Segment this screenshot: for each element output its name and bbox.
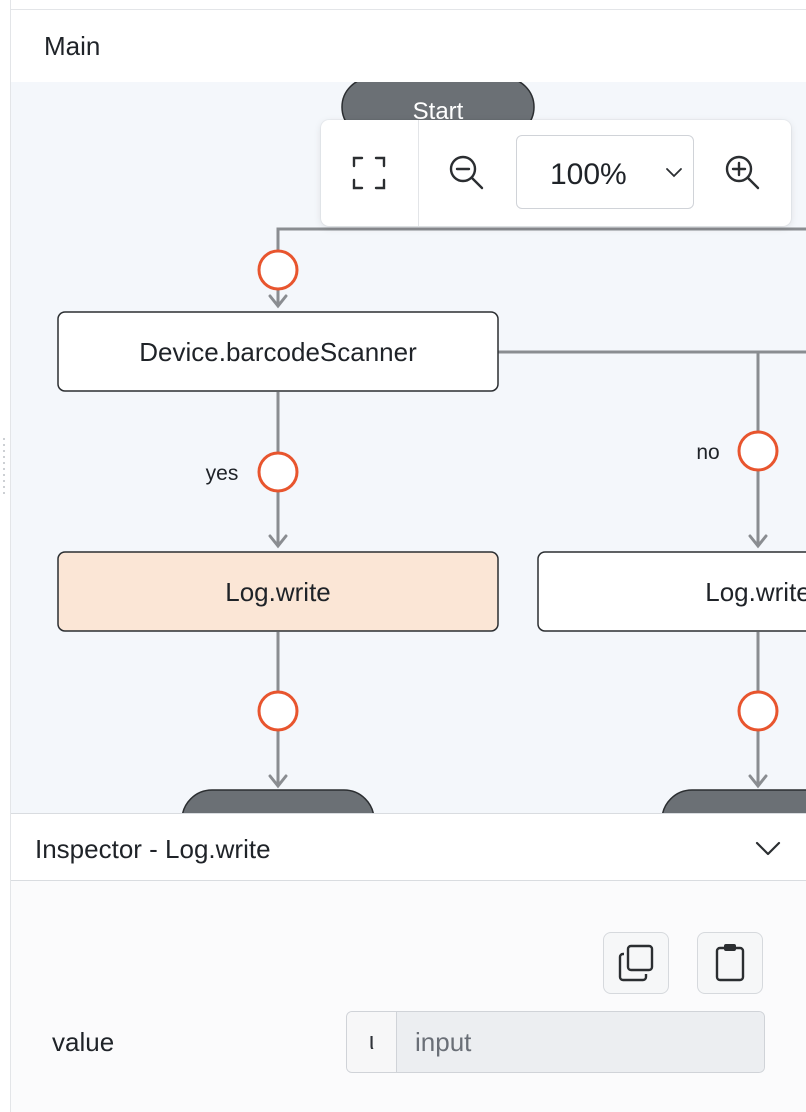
zoom-in-icon <box>725 155 760 190</box>
value-input[interactable] <box>397 1012 764 1072</box>
field-type-toggle[interactable]: ι <box>347 1012 397 1072</box>
panel-top-rule <box>10 9 806 10</box>
node-scanner-label: Device.barcodeScanner <box>139 337 417 367</box>
end-terminal-yes[interactable] <box>182 789 374 813</box>
connector-port[interactable] <box>737 690 779 732</box>
clipboard-icon <box>715 944 745 982</box>
copy-icon <box>618 944 654 982</box>
main-panel-header: Main <box>11 10 806 82</box>
node-device-barcode-scanner[interactable]: Device.barcodeScanner <box>57 311 499 392</box>
fit-view-icon <box>352 156 386 190</box>
canvas-toolbar: 100% <box>321 120 791 226</box>
main-panel-title: Main <box>44 30 101 61</box>
arrow-head <box>748 774 768 789</box>
copy-button[interactable] <box>603 932 669 994</box>
chevron-down-icon[interactable] <box>753 836 783 860</box>
inspector-body: value ι <box>11 881 806 1112</box>
inspector-title: Inspector - Log.write <box>35 834 271 864</box>
panel-left-border <box>10 0 11 1112</box>
edge-label-no: no <box>696 441 719 464</box>
fit-view-button[interactable] <box>341 145 397 201</box>
toolbar-divider <box>418 120 419 226</box>
node-log-write-no[interactable]: Log.write <box>537 551 806 632</box>
edge-start-branch <box>276 227 806 250</box>
arrow-head <box>268 534 288 549</box>
value-field: ι <box>346 1011 765 1073</box>
zoom-out-icon <box>449 155 484 190</box>
node-log-no-label: Log.write <box>705 577 806 607</box>
connector-port[interactable] <box>257 451 299 493</box>
arrow-head <box>268 774 288 789</box>
zoom-level-select[interactable]: 100% <box>516 135 694 209</box>
end-terminal-no[interactable] <box>662 789 806 813</box>
resize-handle[interactable] <box>2 436 6 496</box>
zoom-level-value: 100% <box>550 158 627 191</box>
zoom-out-button[interactable] <box>439 145 495 201</box>
inspector-header[interactable]: Inspector - Log.write <box>11 813 806 881</box>
zoom-in-button[interactable] <box>715 145 771 201</box>
edge-label-yes: yes <box>206 462 239 485</box>
connector-port[interactable] <box>257 249 299 291</box>
field-label-value: value <box>52 1027 115 1057</box>
node-log-write-yes[interactable]: Log.write <box>57 551 499 632</box>
arrow-head <box>268 294 288 309</box>
connector-port[interactable] <box>257 690 299 732</box>
flow-diagram: Start Device.barcodeScanner Log.write Lo… <box>57 82 806 813</box>
node-log-yes-label: Log.write <box>225 577 331 607</box>
arrow-head <box>748 534 768 549</box>
connector-port[interactable] <box>737 430 779 472</box>
chevron-down-icon <box>666 168 682 178</box>
paste-button[interactable] <box>697 932 763 994</box>
